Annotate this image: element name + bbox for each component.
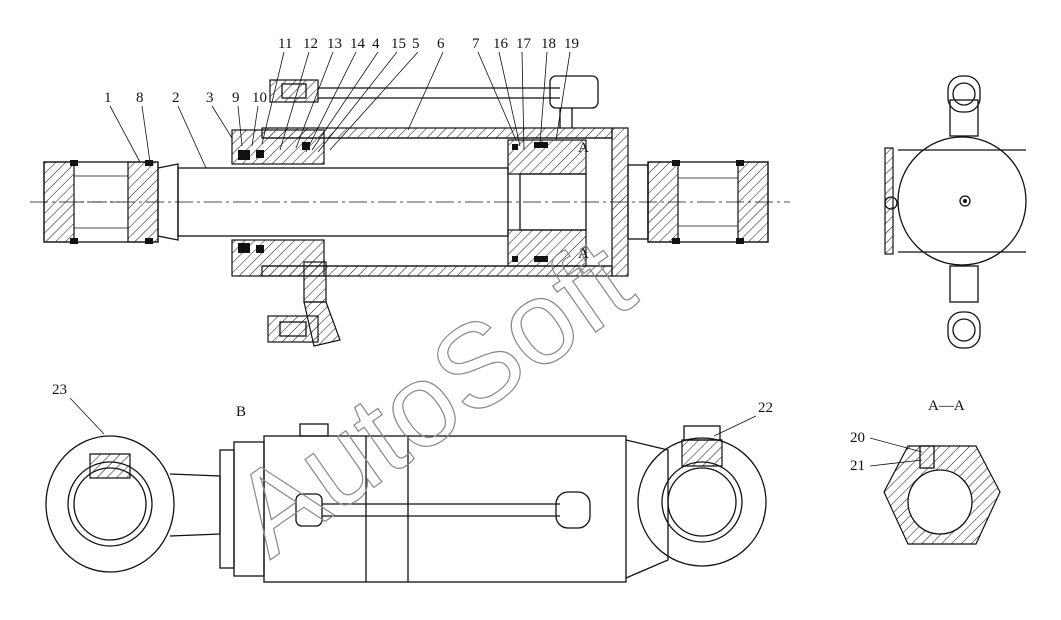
- callout-14: 14: [350, 36, 366, 52]
- piston: [507, 139, 587, 267]
- callout-21: 21: [850, 458, 865, 474]
- oil-pipe-bottom: [267, 261, 341, 347]
- callout-1: 1: [104, 90, 112, 106]
- view-label-b: B: [236, 404, 246, 420]
- leader-line: [317, 51, 398, 153]
- callout-9: 9: [232, 90, 240, 106]
- leader-line: [279, 51, 310, 151]
- right-eye: [647, 160, 769, 244]
- callout-23: 23: [52, 382, 67, 398]
- callouts-left: 1 8 2 3 9 10: [104, 90, 267, 169]
- callouts-top: 11 12 13 14 4 15 5 6 7 16 17 18 19: [261, 36, 579, 153]
- callout-20: 20: [850, 430, 865, 446]
- callout-18: 18: [541, 36, 556, 52]
- elevation-view: B: [45, 404, 767, 583]
- callout-11: 11: [278, 36, 292, 52]
- callout-22: 22: [758, 400, 773, 416]
- leader-line: [295, 51, 334, 149]
- end-view: [884, 75, 1027, 349]
- callout-12: 12: [303, 36, 318, 52]
- callout-4: 4: [372, 36, 380, 52]
- callout-5: 5: [412, 36, 420, 52]
- callout-3: 3: [206, 90, 214, 106]
- leader-line: [237, 105, 243, 147]
- leader-line: [539, 51, 548, 145]
- leader-line: [477, 51, 517, 141]
- leader-line: [311, 51, 379, 151]
- section-mark-top: A: [578, 140, 589, 156]
- leader-line: [251, 105, 259, 147]
- leader-line: [109, 105, 141, 163]
- callout-10: 10: [252, 90, 267, 106]
- section-a-a: A—A: [883, 398, 1001, 545]
- oil-pipe-top: [269, 75, 599, 128]
- callout-7: 7: [472, 36, 480, 52]
- section-mark-bottom: A: [578, 246, 589, 262]
- leader-line: [555, 51, 571, 141]
- leader-line: [329, 51, 419, 151]
- leader-line: [498, 51, 521, 147]
- callout-2: 2: [172, 90, 180, 106]
- callout-8: 8: [136, 90, 144, 106]
- callout-13: 13: [327, 36, 342, 52]
- callout-16: 16: [493, 36, 509, 52]
- leader-line: [177, 105, 207, 169]
- sectional-view: A A: [30, 75, 790, 347]
- leader-line: [261, 51, 285, 145]
- leader-line: [211, 105, 233, 139]
- leader-line: [521, 51, 525, 151]
- cylinder-head: [231, 129, 325, 277]
- callout-6: 6: [437, 36, 445, 52]
- leader-line: [141, 105, 151, 163]
- section-a-a-label: A—A: [928, 398, 965, 414]
- callout-17: 17: [516, 36, 532, 52]
- callout-15: 15: [391, 36, 406, 52]
- callout-19: 19: [564, 36, 579, 52]
- leader-line: [407, 51, 444, 131]
- leader-line: [305, 51, 357, 153]
